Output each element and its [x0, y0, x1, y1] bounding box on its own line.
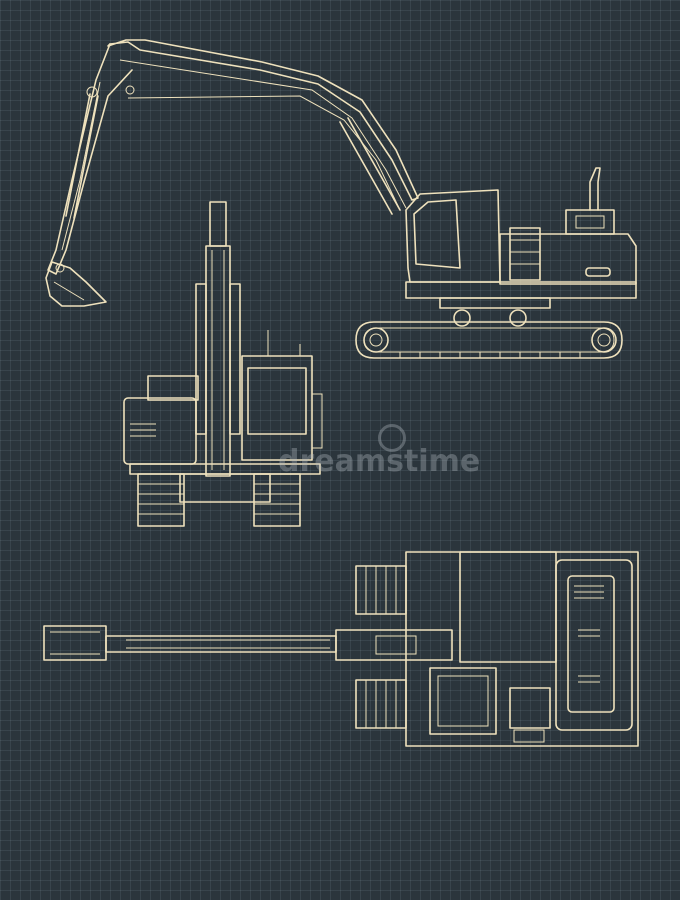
arm-cylinder-rod	[73, 95, 99, 219]
top-bucket-lines	[50, 631, 100, 655]
front-track-right-links	[254, 483, 300, 515]
top-track-upper	[355, 565, 407, 615]
top-track-lower	[355, 679, 407, 729]
front-boom-lines	[211, 250, 225, 470]
cab	[405, 189, 501, 283]
track-inner	[363, 327, 615, 353]
carrier-roller-2	[509, 309, 527, 327]
boom-cylinder-rod	[347, 117, 401, 211]
front-view	[123, 201, 323, 527]
watermark-logo-icon	[378, 424, 406, 452]
top-counterweight	[555, 559, 633, 731]
front-lights	[267, 330, 301, 356]
ladder-steps	[510, 239, 540, 265]
top-engine-panel	[567, 575, 615, 713]
front-left-hood	[147, 375, 199, 401]
carrier-roller-1	[453, 309, 471, 327]
swing-bearing	[439, 297, 551, 309]
boom-cylinder	[339, 121, 393, 215]
front-cab-window	[247, 367, 307, 435]
top-vents	[574, 585, 604, 683]
top-bucket	[43, 625, 107, 661]
front-track-right	[253, 473, 301, 527]
arm-pin	[86, 86, 98, 98]
bucket-pin	[55, 263, 65, 273]
top-cab	[429, 667, 497, 735]
front-handrail	[311, 393, 323, 449]
track-links	[399, 352, 581, 358]
front-boom-top	[209, 201, 227, 247]
cab-window	[413, 199, 461, 269]
boom-pin	[125, 85, 135, 95]
idler-hub	[369, 333, 383, 347]
bucket	[45, 261, 107, 307]
top-step-plate	[513, 729, 545, 743]
sprocket-hub	[597, 333, 611, 347]
top-body	[405, 551, 639, 747]
top-view	[43, 551, 639, 747]
top-step	[509, 687, 551, 729]
top-cab-roof	[437, 675, 489, 727]
top-arm	[105, 635, 337, 653]
boom-lower-line	[127, 95, 401, 211]
front-track-left-links	[138, 483, 184, 515]
top-arm-lines	[126, 639, 330, 649]
side-view	[45, 39, 637, 359]
arm-cylinder	[65, 93, 91, 217]
front-cylinder-left	[195, 283, 207, 435]
idler-wheel	[363, 327, 389, 353]
boom	[107, 39, 419, 201]
engine-hood	[565, 209, 615, 235]
engine-housing	[499, 233, 637, 285]
top-engine-deck	[459, 551, 557, 663]
sprocket-wheel	[591, 327, 617, 353]
access-ladder	[509, 227, 541, 281]
boom-inner-line	[119, 59, 407, 209]
top-boom	[335, 629, 453, 661]
exhaust-pipe	[589, 167, 601, 211]
engine-vent	[575, 215, 605, 229]
top-track-lower-links	[365, 680, 397, 728]
front-undercarriage	[179, 473, 271, 503]
bucket-edge	[53, 281, 85, 301]
arm-inner-line	[61, 81, 101, 251]
track	[355, 321, 623, 359]
watermark: dreamstime	[238, 424, 481, 480]
top-track-upper-links	[365, 566, 397, 614]
side-vent	[585, 267, 611, 277]
arm	[47, 43, 133, 275]
front-boom	[205, 245, 231, 477]
front-cylinder-right	[229, 283, 241, 435]
front-track-left	[137, 473, 185, 527]
front-grille	[130, 423, 156, 437]
front-left-housing	[123, 397, 197, 465]
top-boom-bracket	[375, 635, 417, 655]
watermark-text: dreamstime	[278, 444, 481, 479]
